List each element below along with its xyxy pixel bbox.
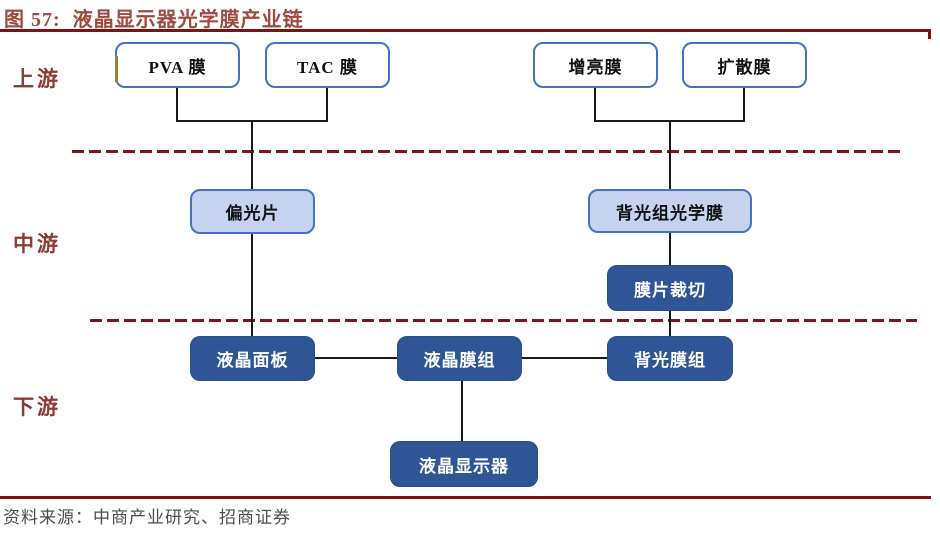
title-rule: [0, 29, 931, 32]
connector-polarizer-to-lcd-panel: [251, 233, 253, 337]
node-backlight-film-module: 背光膜组: [607, 336, 733, 381]
connector-tac-down: [326, 88, 328, 122]
connector-backlight-film-to-cutting: [669, 232, 671, 266]
node-brightness-film: 增亮膜: [533, 42, 658, 88]
stage-label-upstream: 上游: [13, 67, 61, 91]
figure-title: 图 57: 液晶显示器光学膜产业链: [4, 9, 304, 31]
pva-border-artifact: [115, 56, 118, 82]
node-lcd-display: 液晶显示器: [390, 441, 538, 487]
node-diffusion-film: 扩散膜: [682, 42, 807, 88]
divider-midstream-downstream: [90, 319, 917, 322]
divider-upstream-midstream: [72, 150, 900, 153]
connector-diffusion-down: [743, 88, 745, 122]
stage-label-midstream: 中游: [13, 232, 61, 256]
connector-film-module-to-backlight-module: [521, 357, 608, 359]
connector-cutting-to-backlight-module: [669, 310, 671, 337]
node-polarizer: 偏光片: [190, 189, 315, 234]
node-tac-film: TAC 膜: [265, 42, 390, 88]
title-rule-end-tick: [928, 29, 931, 39]
node-lcd-panel: 液晶面板: [190, 336, 315, 381]
connector-brightness-down: [594, 88, 596, 122]
connector-merge-to-backlight-film: [669, 120, 671, 190]
connector-panel-to-film-module: [314, 357, 398, 359]
connector-film-module-to-display: [461, 380, 463, 442]
connector-pva-down: [176, 88, 178, 122]
connector-merge-to-polarizer: [251, 120, 253, 190]
node-pva-film: PVA 膜: [115, 42, 240, 88]
stage-label-downstream: 下游: [13, 395, 61, 419]
source-note: 资料来源：中商产业研究、招商证券: [3, 508, 291, 527]
node-backlight-optical-film: 背光组光学膜: [588, 189, 752, 233]
node-film-cutting: 膜片裁切: [607, 265, 733, 311]
node-lcd-film-module: 液晶膜组: [397, 336, 522, 381]
bottom-rule: [0, 496, 931, 499]
